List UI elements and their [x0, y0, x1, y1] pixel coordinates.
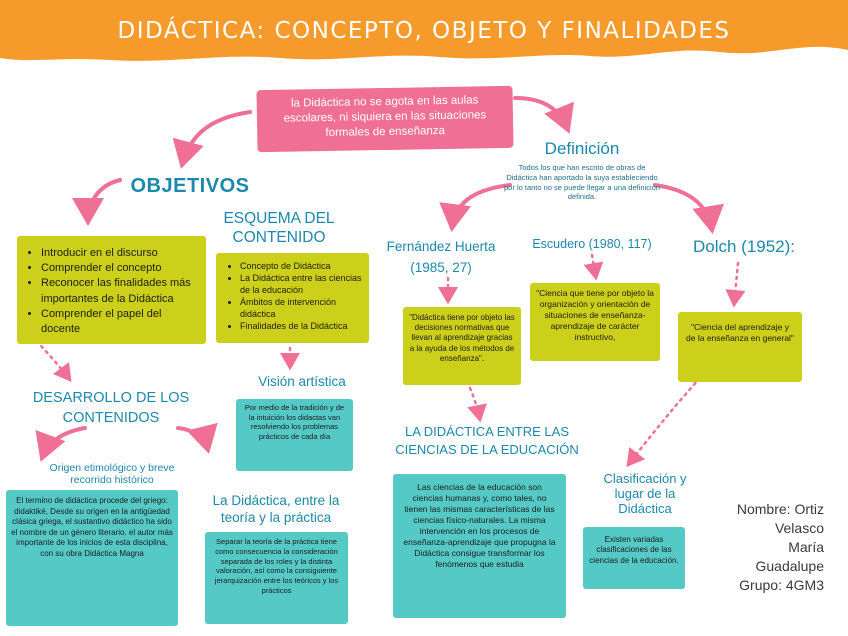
clasificacion-text: Existen variadas clasificaciones de las …	[589, 535, 679, 565]
author-line: Velasco	[774, 519, 824, 536]
objetivos-item: Reconocer las finalidades más importante…	[41, 276, 200, 306]
clasificacion-box: Existen variadas clasificaciones de las …	[583, 527, 685, 589]
definicion-heading: Definición	[544, 139, 620, 158]
objetivos-item: Comprender el concepto	[41, 261, 200, 276]
author-line: María	[788, 538, 824, 555]
vision-text: Por medio de la tradición y de la intuic…	[244, 403, 345, 441]
escudero-quote: "Ciencia que tiene por objeto la organiz…	[536, 288, 654, 343]
teoria-heading: La Didáctica, entre la teoría y la práct…	[212, 493, 340, 525]
objetivos-item: Introducir en el discurso	[41, 246, 200, 261]
escudero-box: "Ciencia que tiene por objeto la organiz…	[530, 283, 660, 361]
escudero-heading: Escudero (1980, 117)	[532, 237, 652, 251]
teoria-box: Separar la teoría de la práctica tiene c…	[205, 532, 348, 624]
arrow-desarrollo-right	[176, 422, 218, 454]
ciencias-text: Las ciencias de la educación son ciencia…	[403, 482, 556, 570]
author-line: Grupo: 4GM3	[739, 576, 824, 593]
esquema-heading: ESQUEMA DEL CONTENIDO	[223, 210, 335, 246]
esquema-item: Ámbitos de intervención didáctica	[240, 297, 365, 321]
esquema-box: Concepto de Didáctica La Didáctica entre…	[216, 253, 369, 343]
dotted-dolch	[725, 261, 746, 308]
esquema-list: Concepto de Didáctica La Didáctica entre…	[220, 261, 365, 333]
author-line: Nombre: Ortiz	[736, 501, 824, 517]
arrow-top-to-definicion	[513, 96, 574, 134]
ciencias-heading: LA DIDÁCTICA ENTRE LAS CIENCIAS DE LA ED…	[395, 424, 579, 458]
header-banner	[0, 0, 848, 61]
author-line: Guadalupe	[755, 557, 824, 574]
clasificacion-heading: Clasificación y lugar de la Didáctica	[603, 471, 687, 516]
objetivos-box: Introducir en el discurso Comprender el …	[17, 236, 206, 344]
arrow-objetivos-down	[72, 178, 122, 226]
ciencias-box: Las ciencias de la educación son ciencia…	[393, 474, 566, 618]
dotted-escudero	[583, 253, 604, 281]
dotted-dolch-clasificacion	[626, 376, 702, 467]
objetivos-item: Comprender el papel del docente	[41, 307, 200, 337]
objetivos-list: Introducir en el discurso Comprender el …	[23, 246, 200, 337]
page-title: DIDÁCTICA: CONCEPTO, OBJETO Y FINALIDADE…	[117, 18, 731, 44]
esquema-item: Finalidades de la Didáctica	[240, 321, 365, 333]
arrow-top-to-objetivos	[172, 110, 252, 169]
dotted-fernandez-ciencias	[467, 386, 487, 423]
origen-text: El termino de didáctica procede del grie…	[11, 496, 173, 558]
desarrollo-heading: DESARROLLO DE LOS CONTENIDOS	[32, 390, 190, 427]
vision-box: Por medio de la tradición y de la intuic…	[236, 399, 353, 471]
author-block: Nombre: Ortiz Velasco María Guadalupe Gr…	[737, 500, 824, 594]
dolch-heading: Dolch (1952):	[692, 237, 796, 256]
arrow-def-left	[439, 183, 512, 232]
fernandez-box: "Didáctica tiene por objeto las decision…	[403, 307, 521, 385]
fernandez-heading: Fernández Huerta (1985, 27)	[386, 239, 496, 275]
objetivos-heading: OBJETIVOS	[130, 175, 250, 197]
origen-box: El termino de didáctica procede del grie…	[6, 490, 178, 626]
dolch-quote: "Ciencia del aprendizaje y de la enseñan…	[686, 322, 794, 344]
arrow-desarrollo-left	[35, 426, 87, 462]
teoria-text: Separar la teoría de la práctica tiene c…	[214, 537, 339, 595]
top-note: la Didáctica no se agota en las aulas es…	[256, 85, 514, 153]
esquema-item: Concepto de Didáctica	[240, 261, 365, 273]
vision-heading: Visión artística	[258, 374, 346, 389]
definicion-text: Todos los que han escrito de obras de Di…	[504, 163, 660, 202]
dolch-box: "Ciencia del aprendizaje y de la enseñan…	[678, 312, 802, 382]
fernandez-quote: "Didáctica tiene por objeto las decision…	[409, 313, 515, 363]
top-note-text: la Didáctica no se agota en las aulas es…	[283, 94, 487, 139]
origen-heading: Origen etimológico y breve recorrido his…	[49, 462, 175, 486]
esquema-item: La Didáctica entre las ciencias de la ed…	[240, 273, 365, 297]
arrow-def-right	[653, 183, 724, 234]
